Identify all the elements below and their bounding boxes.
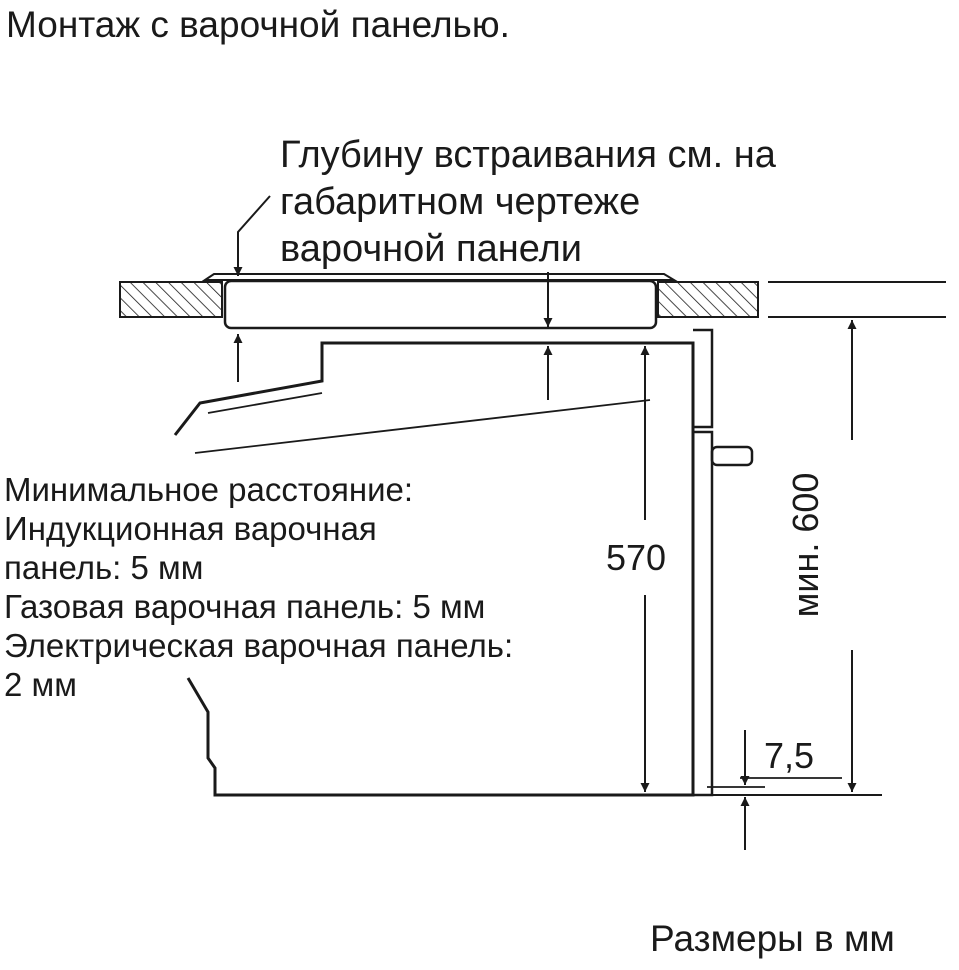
depth-note-line-3: варочной панели	[280, 228, 582, 270]
countertop	[119, 281, 946, 318]
min-gap-arrows	[233, 272, 553, 400]
diagram-title: Монтаж с варочной панелью.	[6, 4, 510, 45]
depth-leader	[233, 195, 271, 276]
min-distance-line-6: 2 мм	[4, 666, 77, 703]
dimension-570-label: 570	[606, 537, 667, 578]
dimension-600-label: мин. 600	[785, 472, 826, 618]
cooktop	[201, 273, 678, 330]
dimension-7-5	[707, 730, 842, 850]
min-distance-line-2: Индукционная варочная	[4, 510, 377, 547]
min-distance-line-4: Газовая варочная панель: 5 мм	[4, 588, 486, 625]
depth-leader-arrow	[233, 195, 271, 276]
min-distance-line-3: панель: 5 мм	[4, 549, 204, 586]
depth-note-line-1: Глубину встраивания см. на	[280, 134, 776, 176]
dimension-600	[702, 320, 882, 796]
depth-note-line-2: габаритном чертеже	[280, 181, 641, 223]
units-note: Размеры в мм	[650, 918, 895, 959]
min-distance-line-1: Минимальное расстояние:	[4, 471, 414, 508]
dimension-7-5-label: 7,5	[764, 735, 815, 776]
oven-door	[691, 427, 714, 797]
oven-top-panel-line	[207, 392, 323, 414]
min-distance-line-5: Электрическая варочная панель:	[4, 627, 514, 664]
oven-door-top	[693, 328, 714, 429]
countertop-left-section	[119, 281, 223, 318]
oven-knob	[710, 445, 754, 467]
cooktop-body	[223, 279, 658, 330]
oven-slope-line	[194, 399, 651, 454]
countertop-right-section	[657, 281, 759, 318]
cooktop-glass	[201, 273, 678, 281]
